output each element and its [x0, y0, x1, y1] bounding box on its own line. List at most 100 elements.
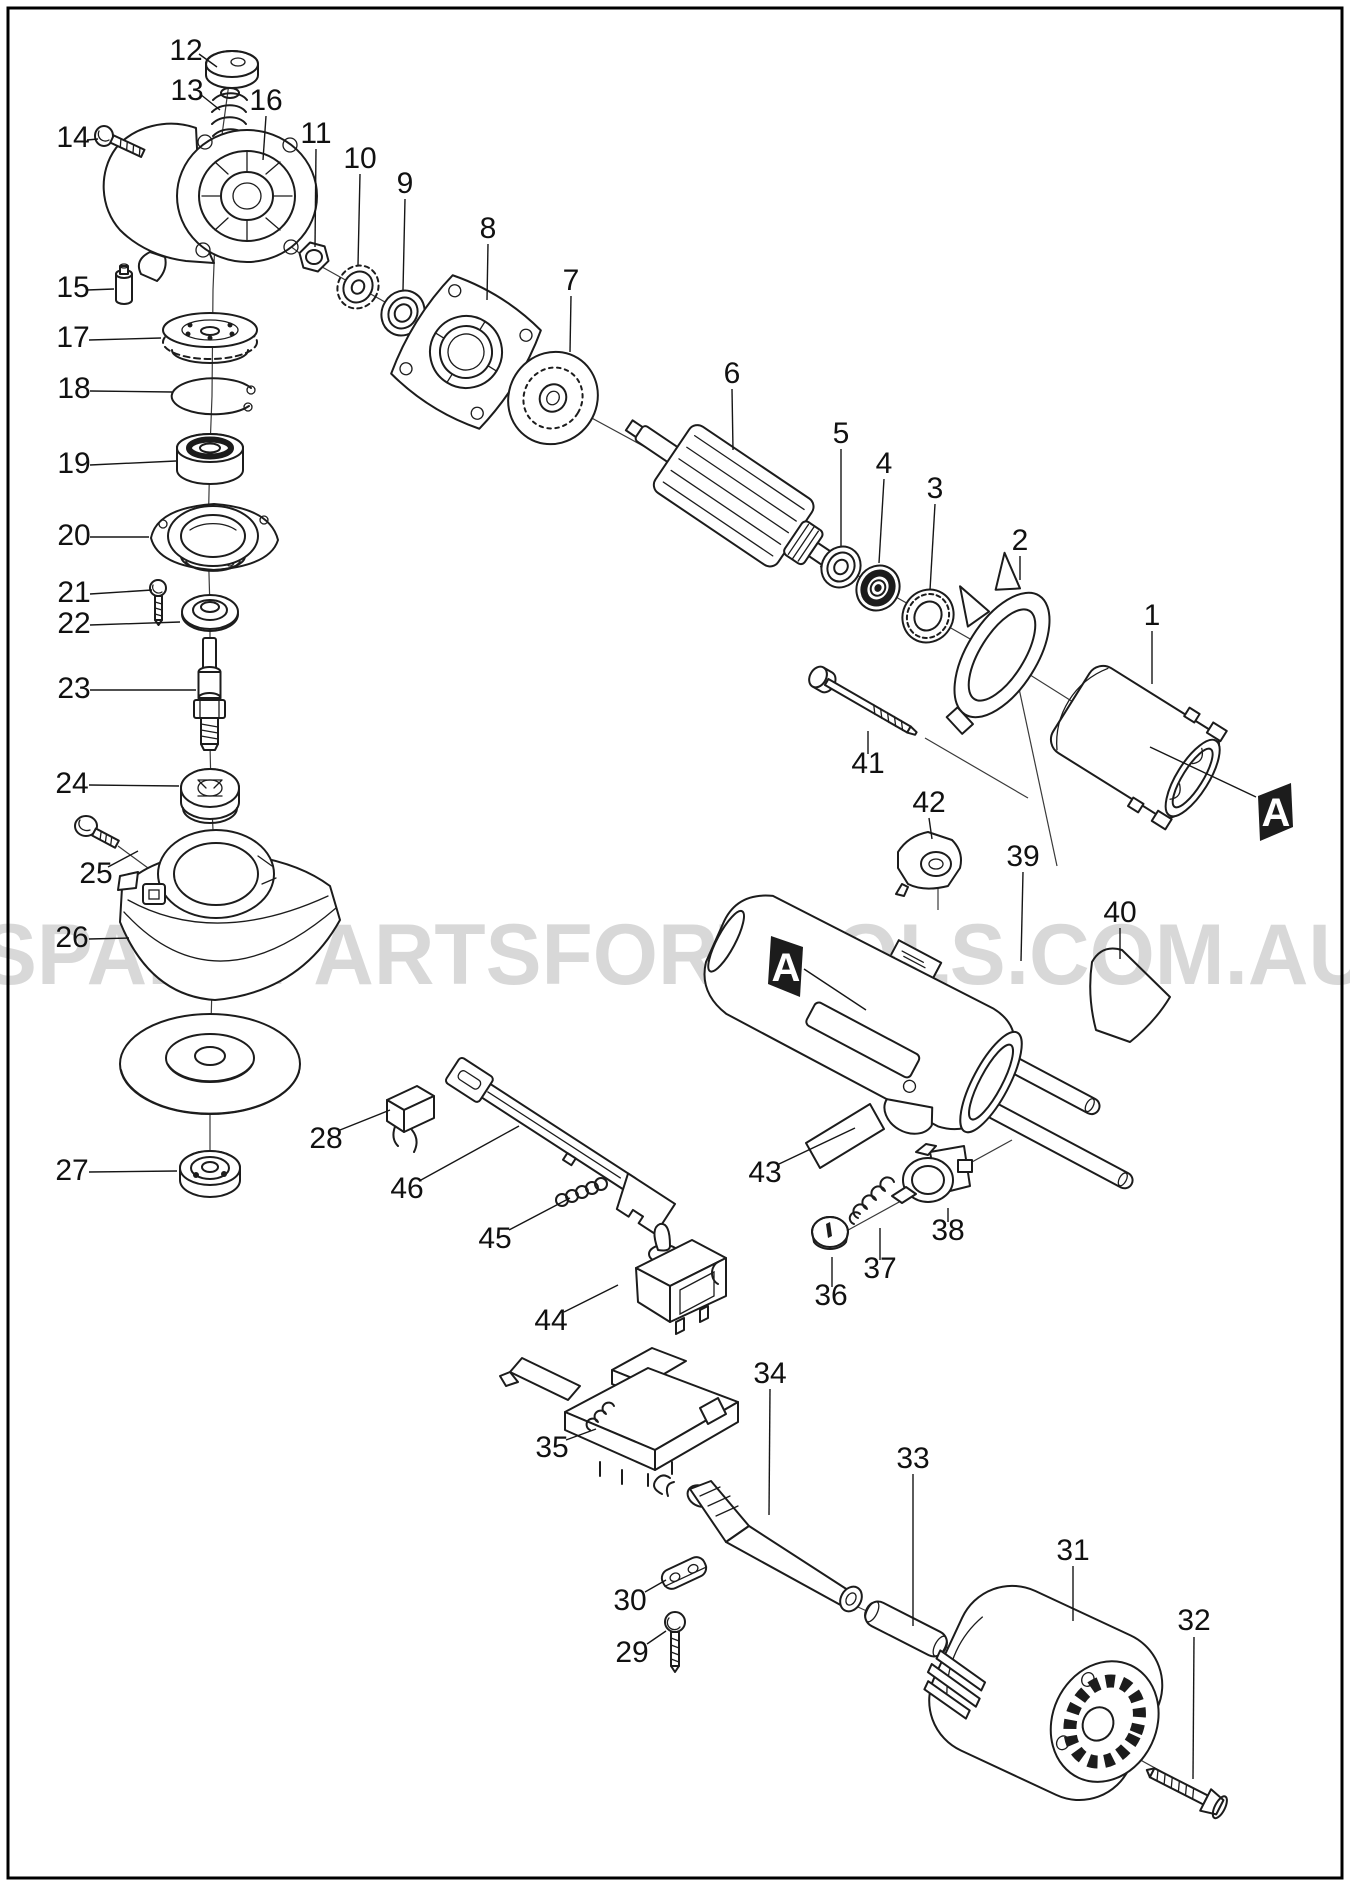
part-46-slide-bar [444, 1056, 677, 1236]
part-38-brush-holder [902, 1143, 973, 1203]
part-number-35: 35 [535, 1431, 568, 1464]
part-number-39: 39 [1006, 840, 1039, 873]
part-leader-8 [486, 243, 489, 301]
part-31-rear-housing [923, 1584, 1164, 1802]
part-leader-9 [402, 198, 406, 291]
part-number-7: 7 [563, 264, 580, 297]
part-22-washer [181, 594, 239, 632]
part-number-21: 21 [57, 576, 90, 609]
part-number-23: 23 [57, 672, 90, 705]
part-30-cord-clip [660, 1556, 708, 1590]
part-number-16: 16 [249, 84, 282, 117]
part-leader-10 [357, 173, 361, 266]
part-24-inner-flange [180, 768, 240, 824]
part-leader-11 [314, 148, 317, 248]
part-12-cap [205, 50, 259, 89]
part-number-15: 15 [56, 271, 89, 304]
part-25-screw [74, 815, 120, 849]
part-leader-46 [420, 1125, 520, 1181]
part-10-pinion-gear [336, 264, 380, 310]
part-41-screw [808, 665, 918, 736]
part-number-44: 44 [534, 1304, 567, 1337]
part-number-13: 13 [170, 74, 203, 107]
part-28-capacitor [386, 1085, 435, 1153]
part-33-sleeve [864, 1600, 948, 1658]
part-leader-14 [86, 138, 99, 141]
part-number-14: 14 [56, 121, 89, 154]
part-4-bearing [855, 564, 901, 612]
assembly-badge-letter-1: A [1262, 791, 1291, 835]
part-leader-13 [199, 93, 221, 111]
part-23-spindle [193, 637, 226, 751]
part-8-bearing-plate [390, 274, 542, 430]
part-leader-25 [107, 850, 139, 868]
part-number-12: 12 [169, 34, 202, 67]
parts-artwork [74, 50, 1228, 1820]
part-number-40: 40 [1103, 896, 1136, 929]
assembly-badge-1 [1258, 783, 1293, 841]
part-5-bearing [820, 545, 862, 589]
grinding-wheel [119, 1013, 301, 1115]
part-leader-28 [339, 1109, 391, 1131]
part-number-4: 4 [876, 447, 893, 480]
part-18-circlip [170, 377, 256, 416]
part-number-28: 28 [309, 1122, 342, 1155]
part-number-37: 37 [863, 1252, 896, 1285]
part-leader-15 [86, 288, 115, 291]
part-number-36: 36 [814, 1279, 847, 1312]
part-leader-45 [508, 1197, 571, 1231]
part-43-label-plate [805, 1103, 885, 1169]
part-number-27: 27 [55, 1154, 88, 1187]
part-35-controller [499, 1347, 739, 1487]
part-leader-26 [88, 937, 130, 940]
part-number-38: 38 [931, 1214, 964, 1247]
part-number-6: 6 [724, 357, 741, 390]
part-leader-39 [1020, 871, 1024, 962]
part-19-bearing [176, 433, 244, 485]
part-leader-4 [878, 478, 885, 564]
part-number-41: 41 [851, 747, 884, 780]
part-leader-21 [89, 589, 153, 595]
part-leader-3 [929, 503, 936, 591]
part-7-fan [507, 350, 599, 446]
part-number-20: 20 [57, 519, 90, 552]
part-leader-22 [89, 621, 181, 626]
part-leader-43 [778, 1127, 856, 1165]
part-number-29: 29 [615, 1636, 648, 1669]
part-26-wheel-guard [117, 829, 341, 1001]
part-37-carbon-brush [848, 1176, 917, 1225]
part-number-19: 19 [57, 447, 90, 480]
part-29-screw [664, 1611, 686, 1673]
part-leader-35 [565, 1428, 597, 1441]
part-number-34: 34 [753, 1357, 786, 1390]
part-34-power-cord [653, 1474, 863, 1613]
part-leader-30 [644, 1579, 667, 1593]
part-14-screw [94, 125, 146, 158]
part-3-sleeve [901, 588, 955, 644]
part-leader-19 [89, 460, 177, 466]
part-number-45: 45 [478, 1222, 511, 1255]
part-leader-16 [262, 115, 267, 161]
part-number-22: 22 [57, 607, 90, 640]
part-number-5: 5 [833, 417, 850, 450]
part-leader-24 [88, 784, 180, 787]
part-16-gear-housing [102, 122, 318, 282]
part-leader-42 [928, 817, 933, 840]
part-42-lock-lever [895, 831, 962, 897]
part-number-17: 17 [56, 321, 89, 354]
part-leader-32 [1192, 1636, 1195, 1780]
part-leader-44 [563, 1284, 619, 1313]
part-number-10: 10 [343, 142, 376, 175]
part-27-lock-nut [179, 1150, 241, 1198]
part-number-24: 24 [55, 767, 88, 800]
part-2-baffle-plate [945, 551, 1051, 735]
part-leader-34 [768, 1388, 771, 1516]
part-number-26: 26 [55, 921, 88, 954]
part-number-43: 43 [748, 1156, 781, 1189]
part-labels: 1234567891011121314151617181920212223242… [55, 34, 1211, 1780]
part-number-31: 31 [1056, 1534, 1089, 1567]
part-number-1: 1 [1144, 599, 1161, 632]
part-leader-17 [88, 337, 162, 341]
part-leader-12 [198, 53, 218, 68]
